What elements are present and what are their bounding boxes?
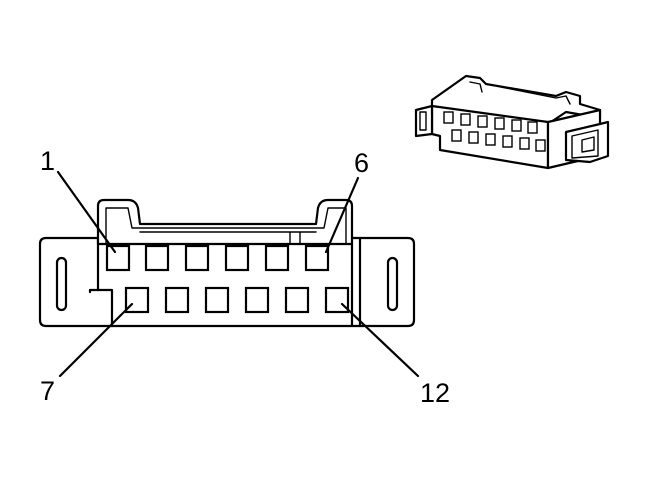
pin-label-6: 6 xyxy=(354,148,369,178)
pin-cavity xyxy=(284,286,310,314)
pin-label-1: 1 xyxy=(40,146,55,176)
pin-label-12: 12 xyxy=(420,378,450,408)
connector-body xyxy=(88,236,362,328)
pin-cavity xyxy=(144,244,170,272)
iso-left-tab xyxy=(414,104,434,138)
pin-cavity xyxy=(124,286,150,314)
iso-top-row-pins xyxy=(443,111,538,134)
pin-cavity xyxy=(264,244,290,272)
top-row-pins xyxy=(105,244,330,272)
connector-face-view: 1 6 7 12 xyxy=(38,146,450,408)
leader-line-pin-6 xyxy=(324,176,360,254)
housing-inner-lines xyxy=(105,207,347,245)
connector-isometric-view xyxy=(414,74,610,170)
leader-line-pin-7 xyxy=(58,302,134,378)
pin-cavity xyxy=(224,244,250,272)
right-mounting-slot xyxy=(386,256,399,312)
pin-cavity xyxy=(184,244,210,272)
pin-cavity xyxy=(304,244,330,272)
pin-cavity xyxy=(105,244,131,272)
pin-cavity xyxy=(324,286,350,314)
left-mounting-slot xyxy=(55,256,68,312)
connector-latch-housing xyxy=(96,198,354,244)
pin-cavity xyxy=(244,286,270,314)
leader-line-pin-12 xyxy=(340,302,420,378)
pin-label-7: 7 xyxy=(40,376,55,406)
bottom-row-pins xyxy=(124,286,350,314)
pin-cavity xyxy=(204,286,230,314)
leader-line-pin-1 xyxy=(56,170,117,254)
pin-cavity xyxy=(164,286,190,314)
iso-bottom-row-pins xyxy=(451,129,546,152)
pin-cavity-frame xyxy=(96,242,354,328)
